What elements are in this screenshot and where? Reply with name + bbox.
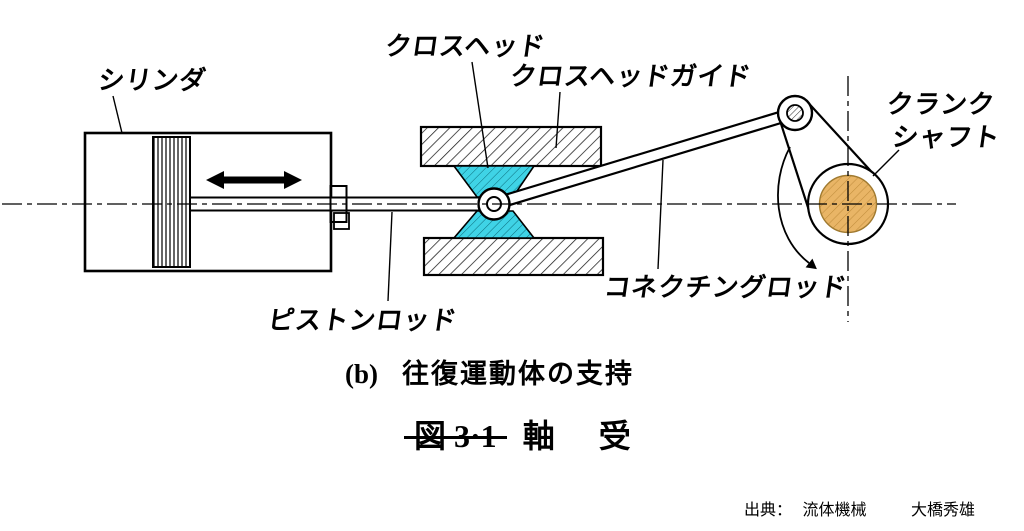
crosshead-guide-upper (419, 125, 603, 168)
crankshaft-label: クランク シャフト (880, 88, 1007, 153)
motion-arrow (206, 171, 302, 189)
subfigure-caption: (b) 往復運動体の支持 (345, 352, 634, 391)
subfigure-index: (b) (345, 359, 378, 389)
source-author: 大橋秀雄 (910, 502, 975, 519)
leader-crankshaft (872, 149, 900, 177)
leader-crosshead-guide (555, 91, 561, 149)
subfigure-title: 往復運動体の支持 (402, 359, 634, 389)
rotation-arrow (777, 146, 810, 264)
connecting-rod-label: コネクチングロッド (602, 272, 850, 302)
figure-number-struck: 図 3·1 (404, 411, 507, 457)
leader-lines (112, 61, 900, 302)
piston (152, 136, 191, 268)
leader-crosshead (471, 61, 489, 169)
source-work: 流体機械 (802, 502, 867, 519)
crosshead-guide-lower (422, 236, 605, 277)
piston-rod-label: ピストンロッド (266, 305, 460, 335)
cylinder-label: シリンダ (96, 65, 209, 95)
source-prefix: 出典： (744, 502, 793, 519)
crank-pin-bore (786, 104, 804, 122)
leader-piston-rod (387, 211, 393, 302)
leader-connecting-rod (657, 159, 664, 270)
crosshead-guide-label: クロスヘッドガイド (508, 61, 754, 91)
source-credit: 出典： 流体機械 大橋秀雄 (744, 496, 975, 520)
crankshaft-label-line2: シャフト (890, 121, 1003, 152)
rotation-arrowhead (805, 258, 817, 270)
figure-title: 軸 受 (522, 418, 637, 454)
crankshaft-label-line1: クランク (884, 89, 998, 119)
rod-bracket (333, 212, 350, 230)
leader-cylinder (112, 95, 123, 134)
figure-caption: 図 3·1 軸 受 (404, 411, 637, 457)
